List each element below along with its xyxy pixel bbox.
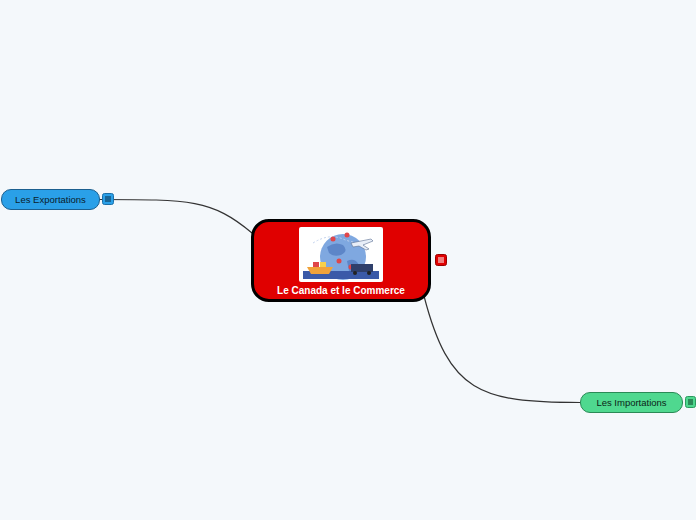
- topic-label: Les Exportations: [15, 194, 86, 205]
- central-topic: Le Canada et le Commerce: [251, 219, 431, 302]
- central-title: Le Canada et le Commerce: [254, 285, 428, 296]
- menu-icon: [435, 254, 447, 266]
- branch-topic: Les Exportations: [1, 189, 100, 210]
- branch-topic: Les Importations: [580, 392, 683, 413]
- trade-illustration: [299, 227, 383, 282]
- branch-connector: [100, 200, 252, 234]
- topic-label: Les Importations: [596, 397, 666, 408]
- branch-connector: [424, 296, 580, 403]
- menu-icon: [102, 193, 114, 205]
- menu-icon: [685, 396, 696, 408]
